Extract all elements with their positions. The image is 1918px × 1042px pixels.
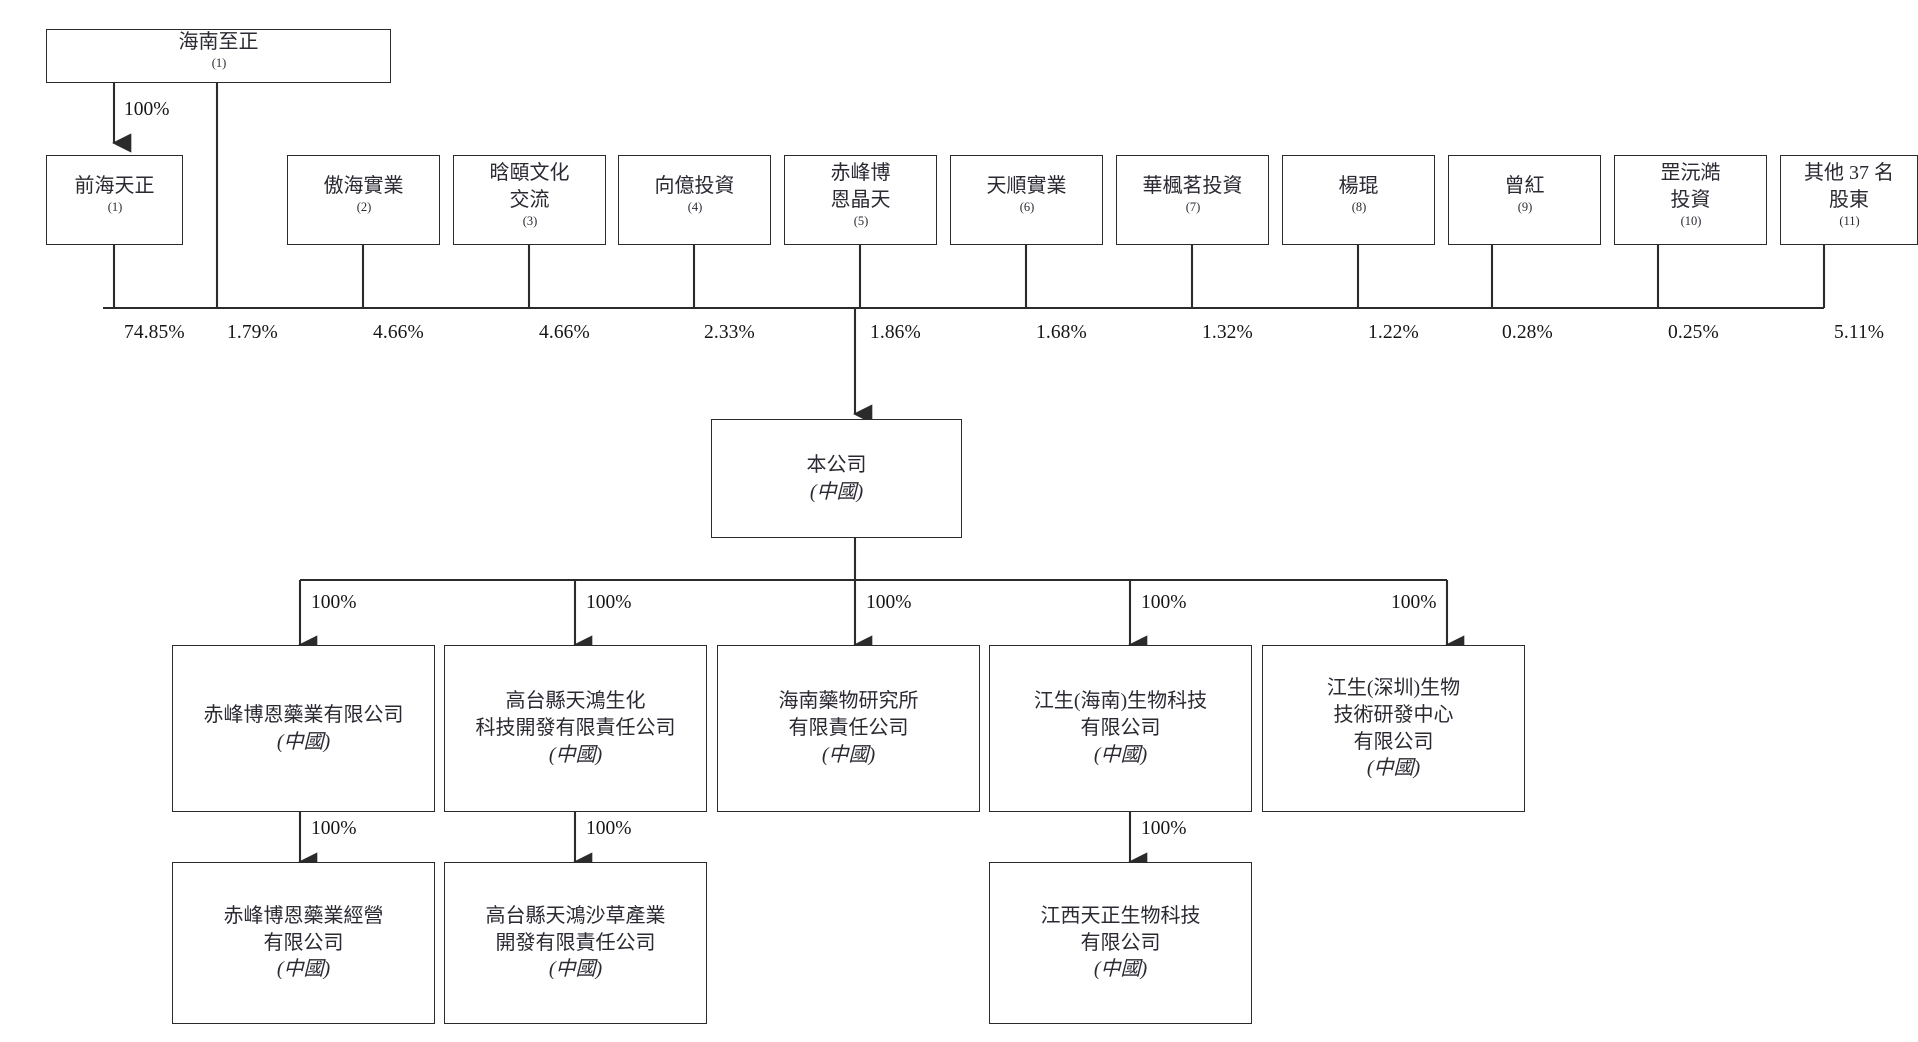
node-chifeng-boen-operation[interactable]: 赤峰博恩藥業經營 有限公司 (中國)	[172, 862, 435, 1024]
node-label: 江生(深圳)生物 技術研發中心 有限公司	[1326, 676, 1461, 753]
node-country: (中國)	[1366, 757, 1421, 780]
node-country: (中國)	[548, 743, 603, 766]
node-label: 本公司	[806, 453, 867, 476]
footnote-marker: (6)	[1019, 200, 1035, 215]
node-label: 海南藥物研究所 有限責任公司	[778, 690, 919, 740]
pct-chifeng-boen-jingtian: 1.86%	[870, 322, 921, 343]
node-label: 楊琨	[1338, 175, 1379, 198]
node-qianhai-tianzheng[interactable]: 前海天正 (1)	[46, 155, 183, 245]
footnote-marker: (5)	[853, 213, 869, 228]
node-jiangsheng-shenzhen[interactable]: 江生(深圳)生物 技術研發中心 有限公司 (中國)	[1262, 645, 1525, 812]
pct-chifeng-boen-operation: 100%	[311, 818, 357, 839]
node-aohai-shiye[interactable]: 傲海實業 (2)	[287, 155, 440, 245]
pct-huafengming-touzi: 1.32%	[1202, 322, 1253, 343]
node-country: (中國)	[276, 958, 331, 981]
node-jiangxi-tianzheng-bio[interactable]: 江西天正生物科技 有限公司 (中國)	[989, 862, 1252, 1024]
node-zuiyuanhao-touzi[interactable]: 罡沅澔 投資 (10)	[1614, 155, 1767, 245]
edge-label-root-to-qianhai: 100%	[124, 99, 170, 120]
node-hanyi-wenhua[interactable]: 晗頤文化 交流 (3)	[453, 155, 606, 245]
node-gaotai-tianhong-shacao[interactable]: 高台縣天鴻沙草產業 開發有限責任公司 (中國)	[444, 862, 707, 1024]
node-tianshun-shiye[interactable]: 天順實業 (6)	[950, 155, 1103, 245]
node-label: 赤峰博恩藥業有限公司	[203, 703, 404, 726]
node-gaotai-tianhong-bio[interactable]: 高台縣天鴻生化 科技開發有限責任公司 (中國)	[444, 645, 707, 812]
node-label: 江生(海南)生物科技 有限公司	[1033, 690, 1208, 740]
node-label: 傲海實業	[323, 175, 404, 198]
node-chifeng-boen-jingtian[interactable]: 赤峰博 恩晶天 (5)	[784, 155, 937, 245]
node-label: 高台縣天鴻生化 科技開發有限責任公司	[475, 690, 676, 740]
node-label: 江西天正生物科技 有限公司	[1040, 904, 1201, 954]
pct-jiangsheng-shenzhen: 100%	[1391, 592, 1437, 613]
pct-other-37-shareholders: 5.11%	[1834, 322, 1885, 343]
node-huafengming-touzi[interactable]: 華楓茗投資 (7)	[1116, 155, 1269, 245]
footnote-marker: (7)	[1185, 200, 1201, 215]
footnote-marker: (1)	[211, 56, 227, 71]
node-hainan-zhizheng[interactable]: 海南至正 (1)	[46, 29, 391, 83]
node-country: (中國)	[821, 743, 876, 766]
footnote-marker: (9)	[1517, 200, 1533, 215]
node-other-37-shareholders[interactable]: 其他 37 名 股東 (11)	[1780, 155, 1918, 245]
node-country: (中國)	[548, 958, 603, 981]
pct-yang-kun: 1.22%	[1368, 322, 1419, 343]
pct-gaotai-tianhong-shacao: 100%	[586, 818, 632, 839]
pct-gaotai-tianhong-bio: 100%	[586, 592, 632, 613]
node-country: (中國)	[276, 730, 331, 753]
node-country: (中國)	[1093, 958, 1148, 981]
pct-hainan-drug-inst: 100%	[866, 592, 912, 613]
node-ben-gongsi[interactable]: 本公司 (中國)	[711, 419, 962, 538]
node-label: 高台縣天鴻沙草產業 開發有限責任公司	[485, 904, 666, 954]
footnote-marker: (11)	[1839, 213, 1860, 228]
pct-xiangyi-touzi: 2.33%	[704, 322, 755, 343]
pct-qianhai-tianzheng: 74.85%	[124, 322, 185, 343]
node-label: 其他 37 名 股東	[1804, 161, 1894, 211]
pct-jiangsheng-hainan: 100%	[1141, 592, 1187, 613]
node-label: 赤峰博 恩晶天	[830, 161, 891, 211]
footnote-marker: (1)	[107, 200, 123, 215]
pct-jiangxi-tianzheng-bio: 100%	[1141, 818, 1187, 839]
node-label: 向億投資	[654, 175, 735, 198]
node-country: (中國)	[1093, 743, 1148, 766]
pct-tianshun-shiye: 1.68%	[1036, 322, 1087, 343]
pct-chifeng-boen-pharma: 100%	[311, 592, 357, 613]
node-jiangsheng-hainan[interactable]: 江生(海南)生物科技 有限公司 (中國)	[989, 645, 1252, 812]
pct-zeng-hong: 0.28%	[1502, 322, 1553, 343]
node-zeng-hong[interactable]: 曾紅 (9)	[1448, 155, 1601, 245]
footnote-marker: (8)	[1351, 200, 1367, 215]
node-chifeng-boen-pharma[interactable]: 赤峰博恩藥業有限公司 (中國)	[172, 645, 435, 812]
pct-aohai-shiye: 4.66%	[373, 322, 424, 343]
node-yang-kun[interactable]: 楊琨 (8)	[1282, 155, 1435, 245]
pct-zuiyuanhao-touzi: 0.25%	[1668, 322, 1719, 343]
footnote-marker: (10)	[1680, 213, 1702, 228]
footnote-marker: (3)	[522, 213, 538, 228]
node-label: 華楓茗投資	[1142, 175, 1243, 198]
node-hainan-drug-inst[interactable]: 海南藥物研究所 有限責任公司 (中國)	[717, 645, 980, 812]
footnote-marker: (2)	[356, 200, 372, 215]
node-label: 曾紅	[1504, 175, 1545, 198]
node-label: 前海天正	[74, 175, 155, 198]
pct-hanyi-wenhua: 4.66%	[539, 322, 590, 343]
pct-hainan-zhizheng-direct: 1.79%	[227, 322, 278, 343]
footnote-marker: (4)	[687, 200, 703, 215]
node-label: 晗頤文化 交流	[489, 161, 570, 211]
node-label: 赤峰博恩藥業經營 有限公司	[223, 904, 384, 954]
node-country: (中國)	[809, 480, 864, 503]
node-label: 海南至正	[178, 31, 259, 54]
node-label: 天順實業	[986, 175, 1067, 198]
node-xiangyi-touzi[interactable]: 向億投資 (4)	[618, 155, 771, 245]
node-label: 罡沅澔 投資	[1660, 161, 1721, 211]
